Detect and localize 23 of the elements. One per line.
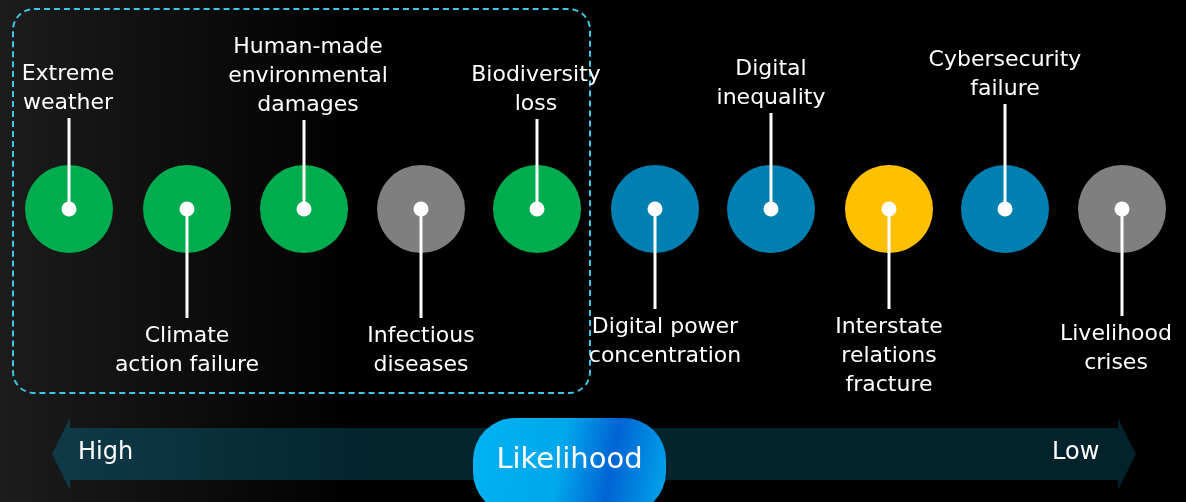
leader-line [296,120,312,217]
risk-label: Cybersecurity failure [915,44,1095,102]
leader-line [61,118,77,217]
leader-line [881,201,897,309]
risk-label: Digital inequality [701,53,841,111]
risk-label: Biodiversity loss [456,59,616,117]
leader-line [763,113,779,217]
scale-label: High [78,436,134,466]
leader-line [997,104,1013,217]
leader-line [179,201,195,318]
likelihood-pill: Likelihood [473,418,666,502]
risk-label: Interstate relations fracture [819,311,959,398]
leader-line [647,201,663,309]
risk-label: Livelihood crises [1052,318,1180,376]
leader-line [1114,201,1130,316]
risk-label: Human-made environmental damages [213,31,403,118]
risk-label: Infectious diseases [351,320,491,378]
leader-line [529,119,545,217]
risk-label: Digital power concentration [575,311,755,369]
leader-line [413,201,429,318]
risk-label: Climate action failure [92,320,282,378]
scale-label: Low [1052,436,1100,466]
risk-label: Extreme weather [12,58,124,116]
